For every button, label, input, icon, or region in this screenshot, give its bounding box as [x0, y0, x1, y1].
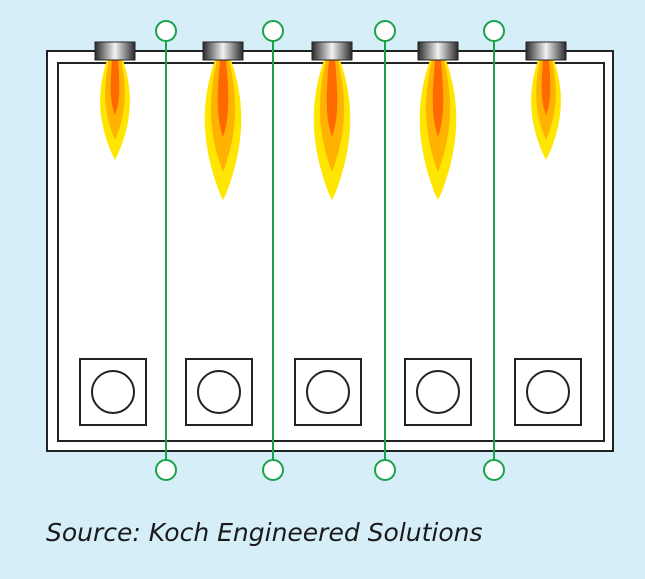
burner-nozzle-icon [202, 41, 244, 61]
tube-end-circle-icon [262, 459, 284, 481]
tubes-group [155, 20, 505, 481]
source-caption: Source: Koch Engineered Solutions [46, 518, 483, 547]
floor-ports-group [79, 358, 582, 426]
burner-nozzle-icon [417, 41, 459, 61]
flame-core [326, 60, 338, 137]
floor-port-circle [416, 370, 460, 414]
flame-core [541, 60, 551, 115]
burner-nozzle-icon [94, 41, 136, 61]
floor-port-circle [197, 370, 241, 414]
tube-end-circle-icon [155, 459, 177, 481]
tube-end-circle-icon [374, 20, 396, 42]
floor-port-circle [526, 370, 570, 414]
tube-end-circle-icon [155, 20, 177, 42]
flames-group [100, 60, 561, 200]
floor-port-circle [91, 370, 135, 414]
tube-end-circle-icon [483, 20, 505, 42]
floor-port-circle [306, 370, 350, 414]
tube-end-circle-icon [483, 459, 505, 481]
flame-core [110, 60, 120, 115]
burners-group [94, 41, 567, 61]
burner-nozzle-icon [311, 41, 353, 61]
furnace-diagram [46, 20, 614, 481]
flame-core [217, 60, 229, 137]
burner-nozzle-icon [525, 41, 567, 61]
tube-end-circle-icon [262, 20, 284, 42]
flame-core [432, 60, 444, 137]
tube-end-circle-icon [374, 459, 396, 481]
